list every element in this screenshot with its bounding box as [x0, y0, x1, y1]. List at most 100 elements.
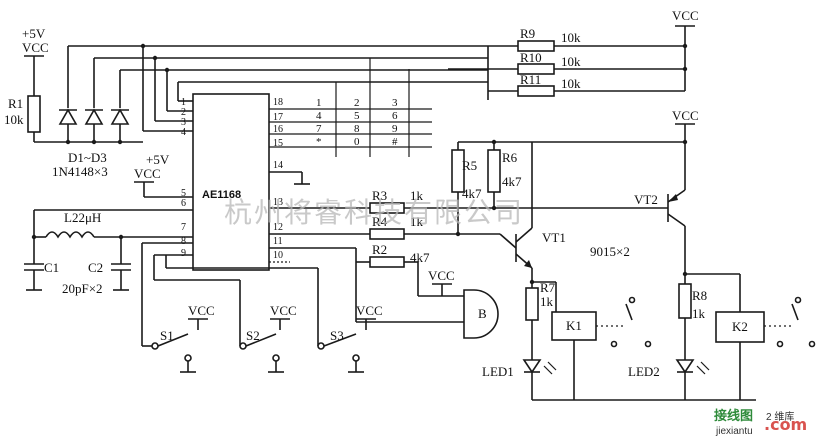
k2-label: K2	[732, 319, 748, 334]
vcc-label-s2: VCC	[270, 303, 297, 318]
vt2-label: VT2	[634, 192, 658, 207]
svg-text:1: 1	[181, 97, 186, 108]
led1-label: LED1	[482, 364, 514, 379]
inductor-label: L22μH	[64, 210, 101, 225]
svg-text:14: 14	[273, 160, 283, 171]
switch-s1-contact	[151, 342, 159, 350]
svg-text:2: 2	[354, 97, 360, 109]
r2-label: R2	[372, 242, 387, 257]
svg-text:.com: .com	[764, 415, 807, 434]
svg-text:9: 9	[181, 248, 186, 259]
relay-k2-terminal	[776, 340, 784, 348]
r2-value: 4k7	[410, 250, 430, 265]
resistor-r1	[27, 95, 41, 133]
diode-part: 1N4148×3	[52, 164, 108, 179]
svg-text:jiexiantu: jiexiantu	[715, 426, 753, 437]
resistor-r7	[525, 287, 539, 321]
junction	[91, 139, 97, 145]
resistor-r6	[487, 149, 501, 193]
svg-text:13: 13	[273, 197, 283, 208]
led2-label: LED2	[628, 364, 660, 379]
r10-value: 10k	[561, 54, 581, 69]
r4-label: R4	[372, 214, 388, 229]
relay-k2-terminal	[808, 340, 816, 348]
svg-text:4: 4	[181, 127, 186, 138]
switch-s1-lever[interactable]	[157, 333, 189, 347]
junction	[117, 139, 123, 145]
svg-text:10: 10	[273, 250, 283, 261]
vcc-label-r1: VCC	[22, 40, 49, 55]
diode-d3	[110, 70, 130, 142]
r8-label: R8	[692, 288, 707, 303]
s2-label: S2	[246, 328, 260, 343]
buzzer	[463, 289, 499, 339]
vcc-label-pin5: VCC	[134, 166, 161, 181]
svg-text:4: 4	[316, 110, 322, 122]
svg-text:7: 7	[181, 222, 186, 233]
diode-label: D1~D3	[68, 150, 107, 165]
wire	[499, 233, 517, 249]
c2-label: C2	[88, 260, 103, 275]
r3-value: 1k	[410, 188, 424, 203]
relay-k1-terminal	[644, 340, 652, 348]
transistor-vt2	[667, 189, 686, 227]
relay-k1-terminal	[610, 340, 618, 348]
resistor-r8	[678, 283, 692, 319]
r1-value: 10k	[4, 112, 24, 127]
svg-text:6: 6	[392, 110, 398, 122]
resistor-r11	[517, 85, 555, 97]
svg-text:接线图: 接线图	[714, 408, 753, 424]
k1-label: K1	[566, 318, 582, 333]
led2-ray	[700, 361, 710, 371]
svg-text:8: 8	[181, 236, 186, 247]
switch-s2-contact	[239, 342, 247, 350]
vcc-label-s1: VCC	[188, 303, 215, 318]
vt1-label: VT1	[542, 230, 566, 245]
r7-label: R7	[540, 280, 556, 295]
transistor-part: 9015×2	[590, 244, 630, 259]
chip-ae1168	[192, 93, 270, 271]
svg-text:16: 16	[273, 124, 283, 135]
svg-text:8: 8	[354, 123, 360, 135]
vcc-label-vt2: VCC	[672, 108, 699, 123]
junction	[682, 43, 688, 49]
resistor-r4	[369, 228, 405, 240]
switch-s3-lever[interactable]	[323, 333, 357, 347]
svg-text:2: 2	[181, 107, 186, 118]
r10-label: R10	[520, 50, 542, 65]
transistor-vt1	[515, 227, 533, 269]
svg-text:2 维库: 2 维库	[766, 410, 794, 423]
svg-text:5: 5	[354, 110, 360, 122]
svg-text:0: 0	[354, 136, 360, 148]
led2	[675, 359, 695, 374]
svg-text:3: 3	[392, 97, 398, 109]
r11-label: R11	[520, 72, 541, 87]
switch-s3-contact	[317, 342, 325, 350]
keypad-labels: 1 2 3 4 5 6 7 8 9 * 0 #	[316, 97, 398, 148]
r11-value: 10k	[561, 76, 581, 91]
r6-value: 4k7	[502, 174, 522, 189]
site-logo: 接线图 2 维库 .com jiexiantu	[714, 408, 807, 437]
r9-label: R9	[520, 26, 535, 41]
junction	[491, 205, 497, 211]
buzzer-label: B	[478, 306, 487, 321]
switch-s2-lever[interactable]	[245, 333, 277, 347]
led1-ray	[543, 365, 553, 375]
svg-text:#: #	[392, 136, 398, 148]
plus5v-label-pin5: +5V	[146, 152, 170, 167]
r3-label: R3	[372, 188, 387, 203]
r5-label: R5	[462, 158, 477, 173]
chip-pins-right: 18 17 16 15 14 13 12 11 10	[273, 97, 283, 261]
svg-text:17: 17	[273, 112, 283, 123]
svg-text:*: *	[316, 136, 322, 148]
watermark: 杭州将睿科技有限公司	[224, 196, 524, 229]
svg-text:6: 6	[181, 198, 186, 209]
resistor-r2	[369, 256, 405, 268]
svg-text:12: 12	[273, 222, 283, 233]
diode-d2	[84, 58, 104, 142]
r7-value: 1k	[540, 294, 554, 309]
junction	[65, 139, 71, 145]
switch-s1-contact	[184, 354, 192, 362]
led2-ray	[696, 365, 706, 375]
svg-text:5: 5	[181, 188, 186, 199]
